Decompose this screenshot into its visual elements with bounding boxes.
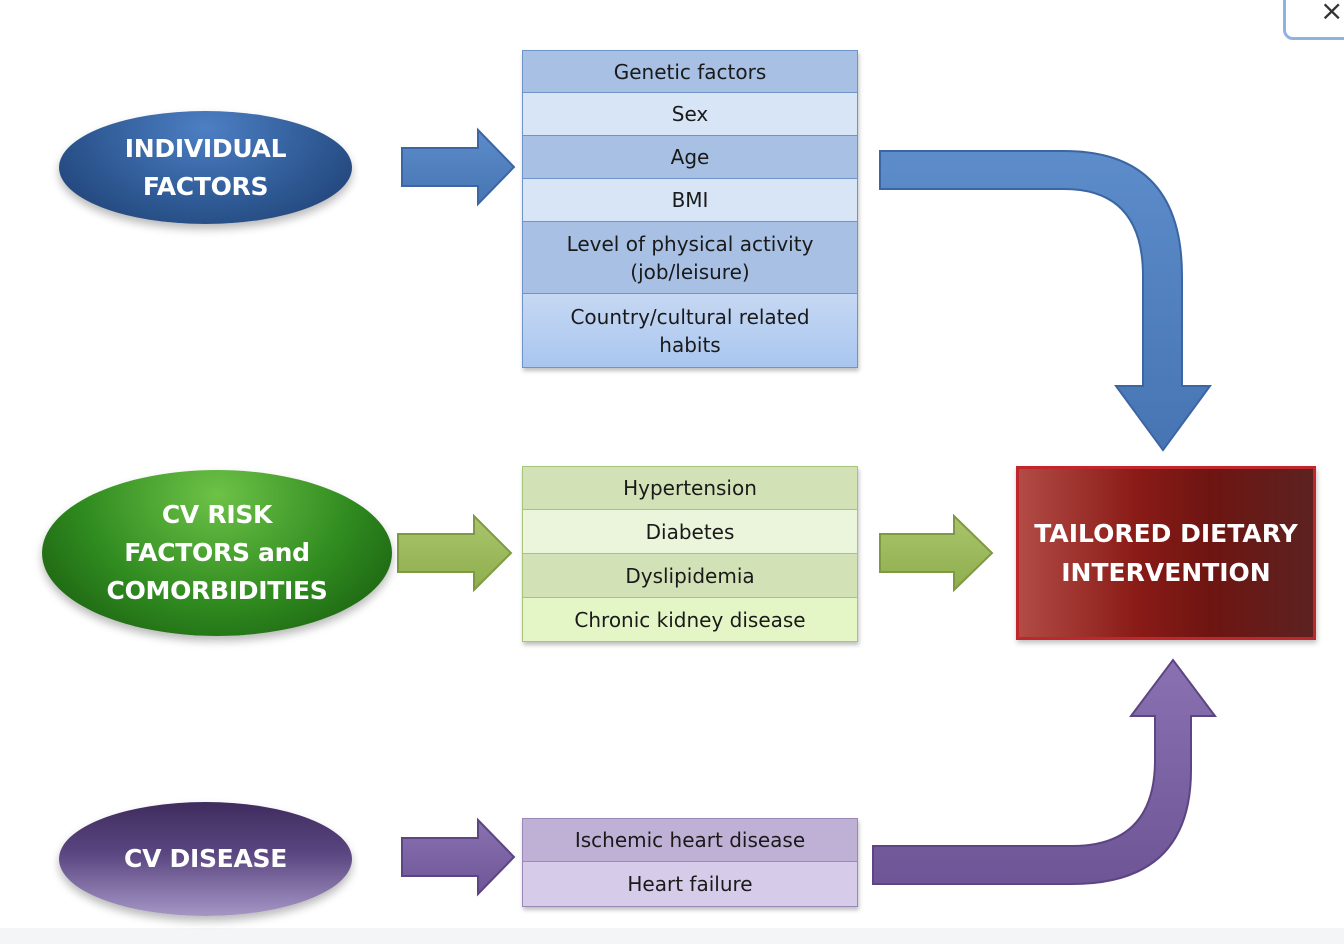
list-item: Genetic factors [522, 50, 858, 93]
list-item: Dyslipidemia [522, 554, 858, 598]
category-individual-factors: INDIVIDUAL FACTORS [59, 111, 352, 224]
arrow-disease-to-conditions [401, 817, 516, 897]
category-disease-label: CV DISEASE [124, 844, 287, 873]
close-button[interactable]: × [1283, 0, 1344, 40]
list-item: Sex [522, 93, 858, 136]
list-item: BMI [522, 179, 858, 222]
list-item: Diabetes [522, 510, 858, 554]
list-item: Age [522, 136, 858, 179]
category-risk-label: CV RISK FACTORS and COMORBIDITIES [106, 500, 328, 605]
category-cv-risk-factors: CV RISK FACTORS and COMORBIDITIES [42, 470, 392, 636]
diseases-list: Ischemic heart disease Heart failure [522, 818, 858, 907]
list-item: Hypertension [522, 466, 858, 510]
list-item: Country/cultural related habits [522, 294, 858, 368]
arrow-factors-to-outcome [879, 513, 994, 593]
list-item: Chronic kidney disease [522, 598, 858, 642]
arrow-individual-to-outcome [879, 150, 1212, 452]
arrow-disease-to-outcome [872, 658, 1217, 885]
bottom-band [0, 928, 1344, 944]
list-item: Level of physical activity (job/leisure) [522, 222, 858, 294]
risk-factors-list: Hypertension Diabetes Dyslipidemia Chron… [522, 466, 858, 642]
arrow-risk-to-factors [397, 513, 513, 593]
list-item: Ischemic heart disease [522, 818, 858, 862]
arrow-individual-to-factors [401, 127, 516, 207]
outcome-tailored-dietary-intervention: TAILORED DIETARY INTERVENTION [1016, 466, 1316, 640]
list-item: Heart failure [522, 862, 858, 907]
close-icon: × [1320, 0, 1344, 27]
individual-factors-list: Genetic factors Sex Age BMI Level of phy… [522, 50, 858, 368]
category-individual-label: INDIVIDUAL FACTORS [124, 133, 287, 201]
outcome-label: TAILORED DIETARY INTERVENTION [1034, 519, 1298, 587]
category-cv-disease: CV DISEASE [59, 802, 352, 916]
